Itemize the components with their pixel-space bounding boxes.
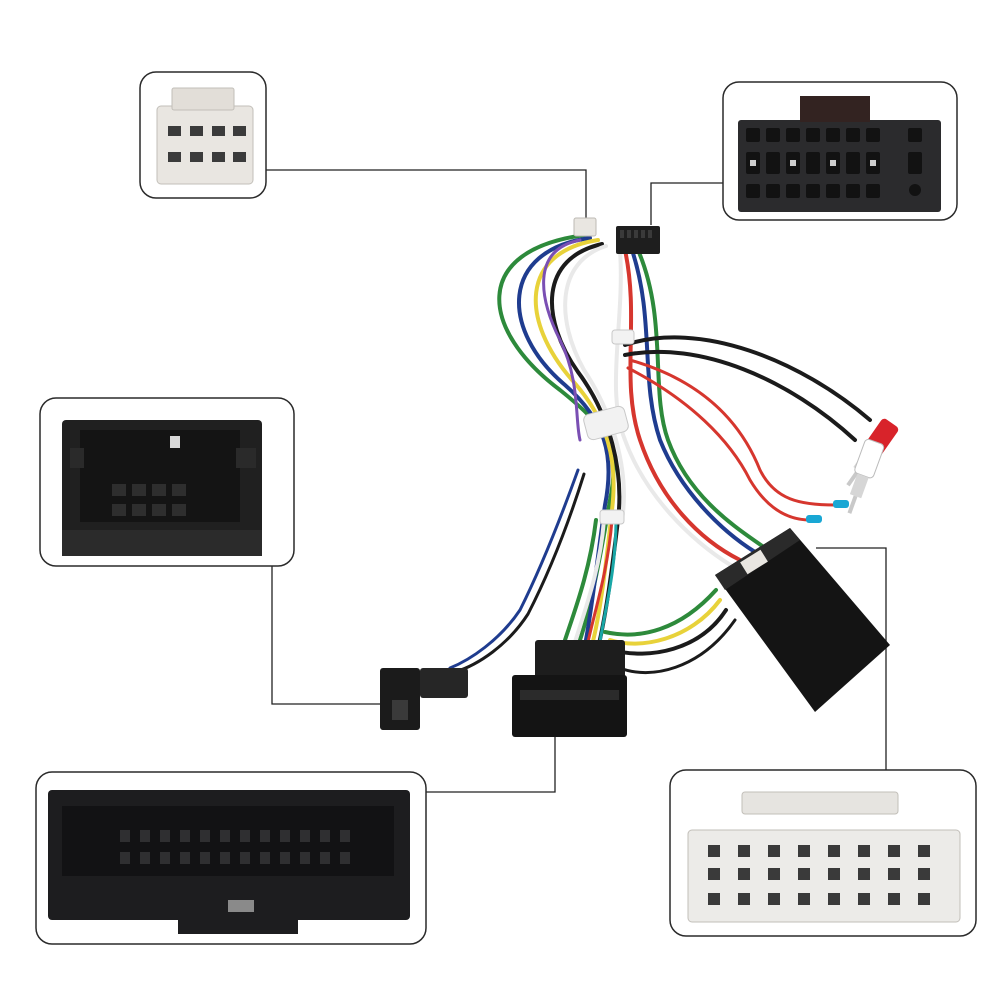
callout-line-24pin [426, 735, 556, 793]
callout-line-16pin [650, 182, 723, 225]
connector-24pin-black-inset [35, 771, 427, 945]
callout-line-8pin [266, 169, 587, 222]
connector-16pin-black-inset [722, 81, 958, 221]
callout-line-20pin [816, 547, 887, 770]
cable-ties [583, 329, 635, 525]
black-24pin-plug [512, 640, 627, 737]
black-16pin-plug [616, 226, 660, 254]
callout-lines [266, 169, 887, 793]
connector-8pin-white-inset [139, 71, 267, 199]
small-white-plug [573, 217, 597, 237]
rca-plugs [806, 418, 899, 523]
decoder-box [715, 528, 890, 712]
black-side-plug [380, 668, 468, 730]
connector-black-side-inset [39, 397, 295, 567]
callout-line-side [271, 566, 390, 705]
connector-20pin-white-inset [669, 769, 977, 937]
